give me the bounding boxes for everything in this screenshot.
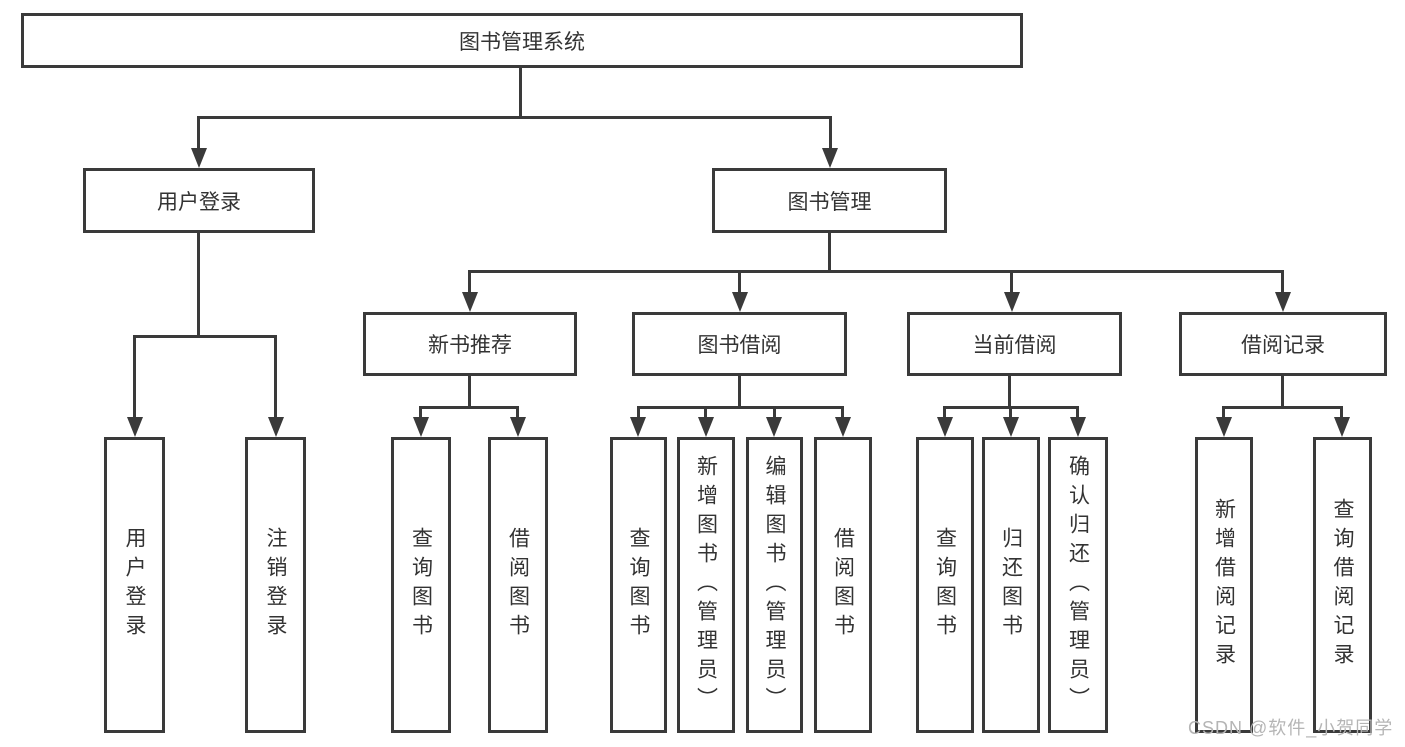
arrowhead-down-icon (630, 417, 646, 437)
connector-drop-leaf (773, 406, 776, 420)
connector-drop-leaf (1340, 406, 1343, 420)
connector-stem-book-management (828, 232, 831, 273)
connector-drop-book-management (829, 116, 832, 152)
arrowhead-down-icon (835, 417, 851, 437)
connector-drop-book-borrowing (738, 270, 741, 296)
arrowhead-down-icon (413, 417, 429, 437)
node-library-management-system: 图书管理系统 (21, 13, 1023, 68)
connector-drop-leaf (1076, 406, 1079, 420)
connector-drop-new-book-recommend (468, 270, 471, 296)
connector-drop-leaf (943, 406, 946, 420)
leaf-borrow-books: 借阅图书 (814, 437, 872, 733)
connector-drop-leaf (637, 406, 640, 420)
node-book-borrowing: 图书借阅 (632, 312, 847, 376)
connector-branch-borrowing-records (1224, 406, 1342, 409)
connector-trunk (519, 68, 522, 118)
connector-stem-current-borrowing (1008, 375, 1011, 409)
connector-stem-borrowing-records (1281, 375, 1284, 409)
leaf-logout: 注销登录 (245, 437, 306, 733)
connector-drop-user-login (197, 116, 200, 152)
arrowhead-down-icon (191, 148, 207, 168)
connector-drop-leaf (419, 406, 422, 420)
leaf-confirm-return-admin: 确认归还（管理员） (1048, 437, 1108, 733)
connector-level3-branch (469, 270, 1284, 273)
arrowhead-down-icon (1275, 292, 1291, 312)
arrowhead-down-icon (1216, 417, 1232, 437)
leaf-query-books: 查询图书 (610, 437, 667, 733)
leaf-query-books: 查询图书 (391, 437, 451, 733)
connector-stem-new-book-recommend (468, 375, 471, 409)
connector-drop-leaf (841, 406, 844, 420)
arrowhead-down-icon (766, 417, 782, 437)
arrowhead-down-icon (698, 417, 714, 437)
connector-drop-leaf (1222, 406, 1225, 420)
arrowhead-down-icon (822, 148, 838, 168)
connector-drop-borrowing-records (1281, 270, 1284, 296)
connector-drop-leaf-user-login (133, 335, 136, 419)
arrowhead-down-icon (937, 417, 953, 437)
arrowhead-down-icon (510, 417, 526, 437)
connector-stem-book-borrowing (738, 375, 741, 409)
connector-user-login-branch (133, 335, 277, 338)
connector-drop-leaf-logout (274, 335, 277, 419)
connector-stem-user-login (197, 232, 200, 338)
leaf-borrow-books: 借阅图书 (488, 437, 548, 733)
leaf-add-books-admin: 新增图书（管理员） (677, 437, 735, 733)
leaf-add-borrow-record: 新增借阅记录 (1195, 437, 1253, 733)
arrowhead-down-icon (1334, 417, 1350, 437)
leaf-query-borrow-record: 查询借阅记录 (1313, 437, 1372, 733)
arrowhead-down-icon (732, 292, 748, 312)
arrowhead-down-icon (127, 417, 143, 437)
arrowhead-down-icon (1070, 417, 1086, 437)
leaf-return-books: 归还图书 (982, 437, 1040, 733)
connector-drop-leaf (516, 406, 519, 420)
leaf-query-books: 查询图书 (916, 437, 974, 733)
arrowhead-down-icon (462, 292, 478, 312)
arrowhead-down-icon (268, 417, 284, 437)
arrowhead-down-icon (1003, 417, 1019, 437)
node-current-borrowing: 当前借阅 (907, 312, 1122, 376)
connector-level2-branch (198, 116, 832, 119)
node-user-login: 用户登录 (83, 168, 315, 233)
node-book-management: 图书管理 (712, 168, 947, 233)
connector-drop-leaf (704, 406, 707, 420)
node-borrowing-records: 借阅记录 (1179, 312, 1387, 376)
node-new-book-recommend: 新书推荐 (363, 312, 577, 376)
arrowhead-down-icon (1004, 292, 1020, 312)
connector-drop-current-borrowing (1010, 270, 1013, 296)
connector-branch-new-book-recommend (421, 406, 518, 409)
connector-branch-book-borrowing (638, 406, 843, 409)
leaf-edit-books-admin: 编辑图书（管理员） (746, 437, 803, 733)
connector-drop-leaf (1009, 406, 1012, 420)
leaf-user-login: 用户登录 (104, 437, 165, 733)
csdn-watermark: CSDN @软件_小贺同学 (1188, 718, 1394, 738)
